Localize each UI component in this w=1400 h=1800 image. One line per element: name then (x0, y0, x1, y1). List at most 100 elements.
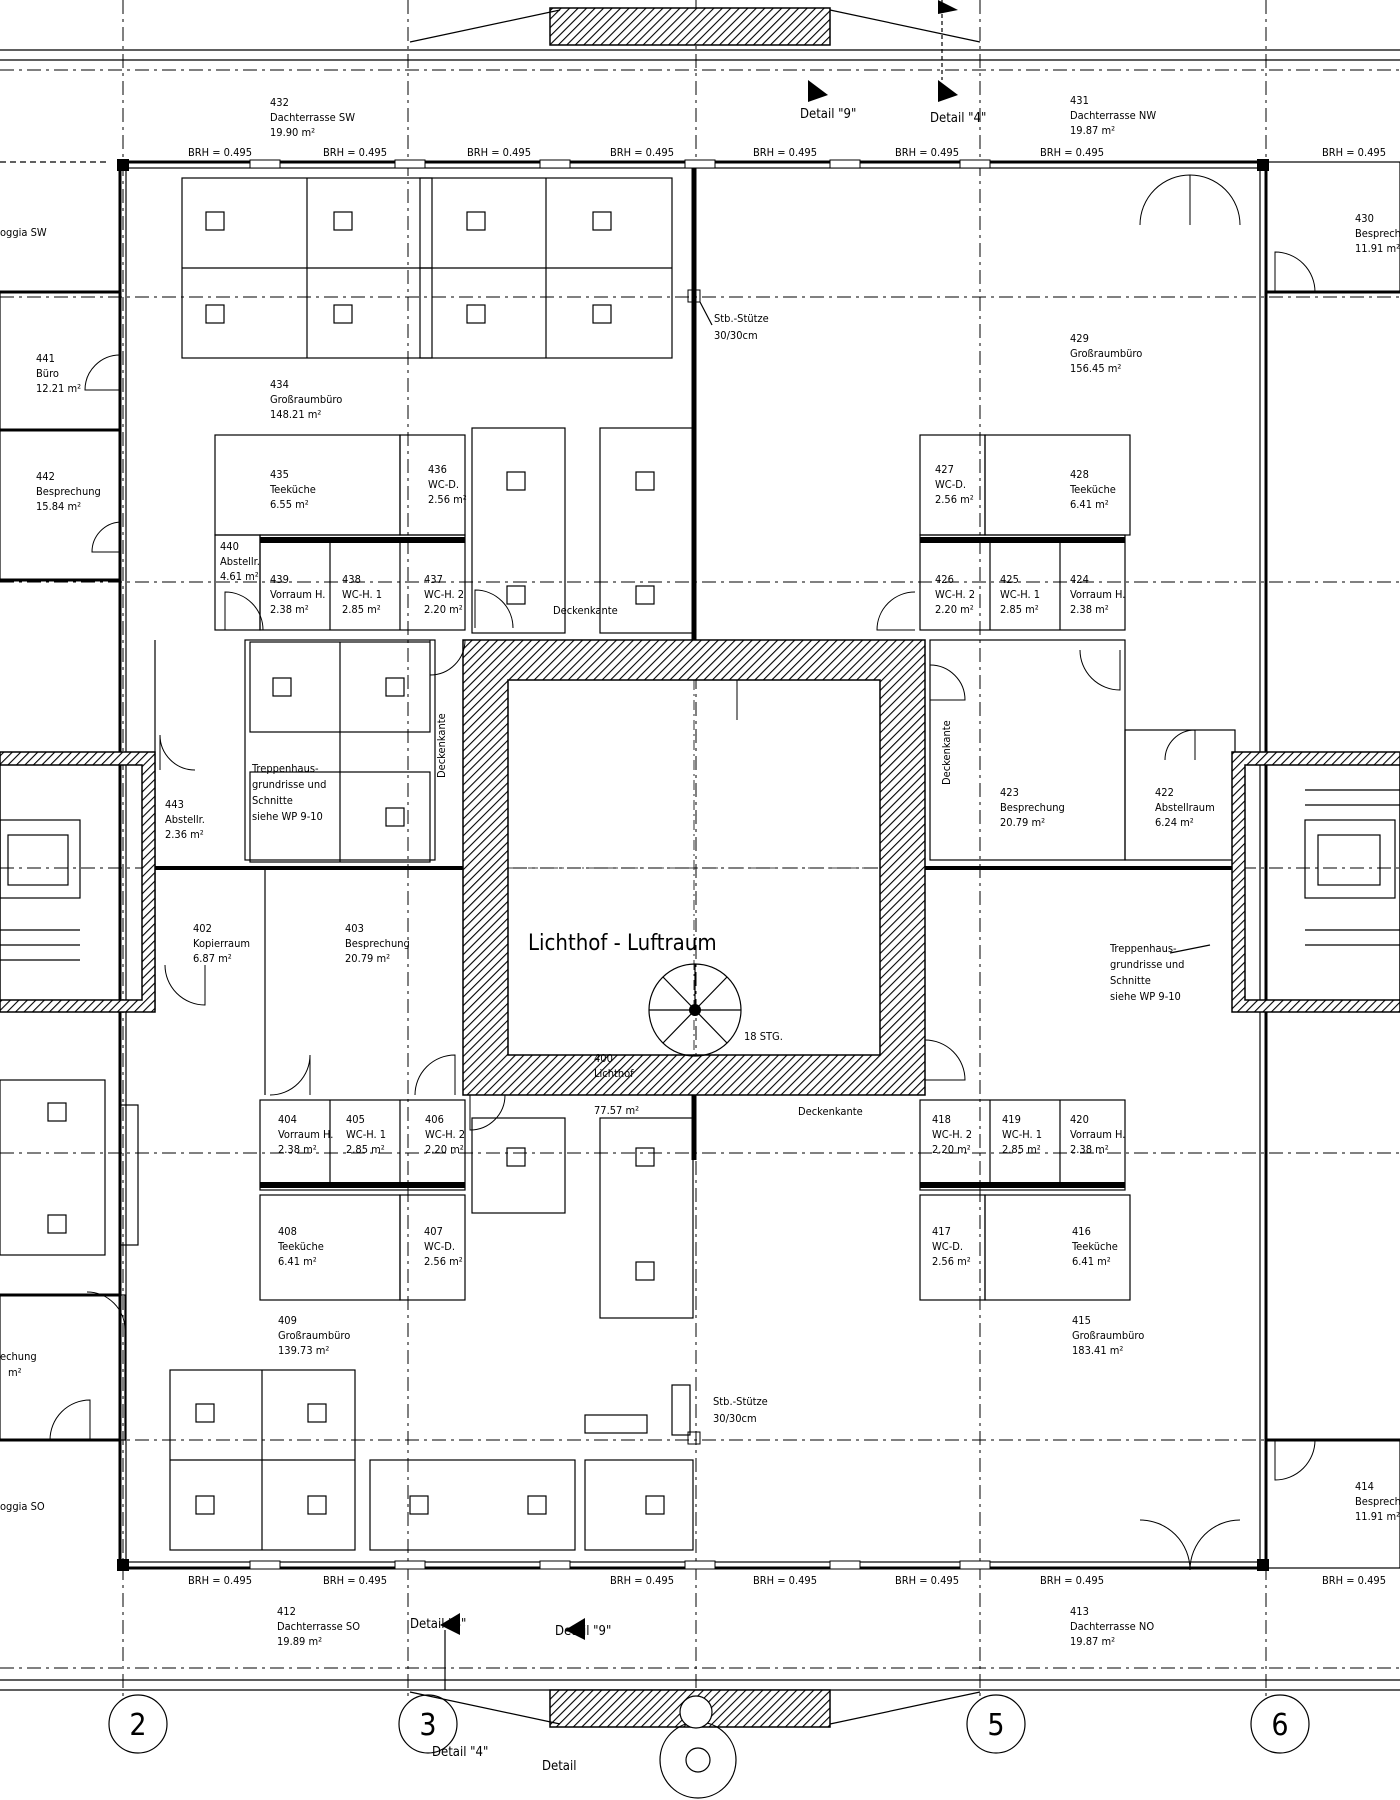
svg-text:429: 429 (1070, 332, 1089, 345)
svg-text:WC-D.: WC-D. (935, 478, 966, 491)
svg-text:427: 427 (935, 463, 954, 476)
svg-text:408: 408 (278, 1225, 297, 1238)
svg-text:WC-H. 2: WC-H. 2 (935, 588, 975, 601)
svg-text:Büro: Büro (36, 367, 59, 380)
svg-text:12.21 m²: 12.21 m² (36, 382, 81, 395)
svg-text:Besprechung: Besprechung (1355, 1495, 1400, 1508)
svg-text:435: 435 (270, 468, 289, 481)
svg-text:412: 412 (277, 1605, 296, 1618)
svg-text:77.57 m²: 77.57 m² (594, 1104, 639, 1117)
detail-label-9-top: Detail "9" (800, 107, 856, 122)
svg-text:WC-H. 2: WC-H. 2 (424, 588, 464, 601)
ceiling-edge-label: Deckenkante (553, 604, 618, 617)
svg-text:WC-D.: WC-D. (424, 1240, 455, 1253)
svg-text:20.79 m²: 20.79 m² (345, 952, 390, 965)
detail-label-4-bottom: Detail "4" (410, 1617, 466, 1632)
svg-text:WC-D.: WC-D. (428, 478, 459, 491)
ceiling-edge-label: Deckenkante (940, 720, 953, 785)
svg-text:Kopierraum: Kopierraum (193, 937, 250, 950)
svg-text:2.85 m²: 2.85 m² (346, 1143, 385, 1156)
svg-text:19.87 m²: 19.87 m² (1070, 124, 1115, 137)
svg-text:19.90 m²: 19.90 m² (270, 126, 315, 139)
svg-text:WC-H. 1: WC-H. 1 (342, 588, 382, 601)
svg-text:6.24 m²: 6.24 m² (1155, 816, 1194, 829)
brh-label: BRH = 0.495 (323, 1574, 387, 1587)
axis-label-3: 3 (419, 1708, 436, 1743)
brh-label: BRH = 0.495 (323, 146, 387, 159)
svg-text:Teeküche: Teeküche (277, 1240, 324, 1253)
svg-text:Lichthof: Lichthof (594, 1067, 634, 1080)
brh-label: BRH = 0.495 (610, 146, 674, 159)
svg-text:Dachterrasse NW: Dachterrasse NW (1070, 109, 1156, 122)
axis-label-5: 5 (987, 1708, 1004, 1743)
svg-text:416: 416 (1072, 1225, 1091, 1238)
svg-text:Abstellr.: Abstellr. (165, 813, 205, 826)
svg-text:404: 404 (278, 1113, 297, 1126)
svg-text:407: 407 (424, 1225, 443, 1238)
light-court: Lichthof - Luftraum 18 STG. (462, 639, 926, 1096)
svg-text:441: 441 (36, 352, 55, 365)
svg-text:413: 413 (1070, 1605, 1089, 1618)
svg-text:6.41 m²: 6.41 m² (278, 1255, 317, 1268)
stair-ref-line-4: siehe WP 9-10 (1110, 990, 1181, 1003)
svg-text:405: 405 (346, 1113, 365, 1126)
svg-text:WC-H. 2: WC-H. 2 (932, 1128, 972, 1141)
brh-label: BRH = 0.495 (1322, 1574, 1386, 1587)
svg-text:Besprechung: Besprechung (1000, 801, 1065, 814)
svg-text:402: 402 (193, 922, 212, 935)
brh-label: BRH = 0.495 (188, 1574, 252, 1587)
svg-text:403: 403 (345, 922, 364, 935)
svg-text:Vorraum H.: Vorraum H. (270, 588, 325, 601)
svg-text:436: 436 (428, 463, 447, 476)
svg-text:432: 432 (270, 96, 289, 109)
brh-label: BRH = 0.495 (895, 1574, 959, 1587)
room-430: 430Besprechung11.91 m² (1355, 212, 1400, 255)
svg-text:426: 426 (935, 573, 954, 586)
svg-text:19.89 m²: 19.89 m² (277, 1635, 322, 1648)
svg-text:Vorraum H.: Vorraum H. (278, 1128, 333, 1141)
grid-axis-markers: 2 3 5 6 (108, 1694, 1310, 1754)
svg-text:139.73 m²: 139.73 m² (278, 1344, 329, 1357)
svg-text:Teeküche: Teeküche (1071, 1240, 1118, 1253)
svg-text:2.38 m²: 2.38 m² (278, 1143, 317, 1156)
besprechung-left-partial: echung (0, 1350, 37, 1363)
svg-text:2.20 m²: 2.20 m² (425, 1143, 464, 1156)
svg-text:11.91 m²: 11.91 m² (1355, 242, 1400, 255)
svg-text:2.56 m²: 2.56 m² (935, 493, 974, 506)
svg-text:2.85 m²: 2.85 m² (342, 603, 381, 616)
svg-text:6.55 m²: 6.55 m² (270, 498, 309, 511)
svg-text:Großraumbüro: Großraumbüro (1072, 1329, 1144, 1342)
svg-text:442: 442 (36, 470, 55, 483)
svg-text:425: 425 (1000, 573, 1019, 586)
loggia-so-label: oggia SO (0, 1500, 45, 1513)
svg-text:434: 434 (270, 378, 289, 391)
svg-text:423: 423 (1000, 786, 1019, 799)
svg-text:WC-H. 1: WC-H. 1 (1000, 588, 1040, 601)
svg-text:409: 409 (278, 1314, 297, 1327)
annotation-labels: Stb.-Stütze 30/30cm Stb.-Stütze 30/30cm … (0, 226, 1211, 1513)
svg-text:20.79 m²: 20.79 m² (1000, 816, 1045, 829)
column-note-line-1: Stb.-Stütze (713, 1395, 768, 1408)
brh-label: BRH = 0.495 (1040, 146, 1104, 159)
svg-text:WC-D.: WC-D. (932, 1240, 963, 1253)
svg-text:443: 443 (165, 798, 184, 811)
stair-ref-line-2: grundrisse und (252, 778, 326, 791)
